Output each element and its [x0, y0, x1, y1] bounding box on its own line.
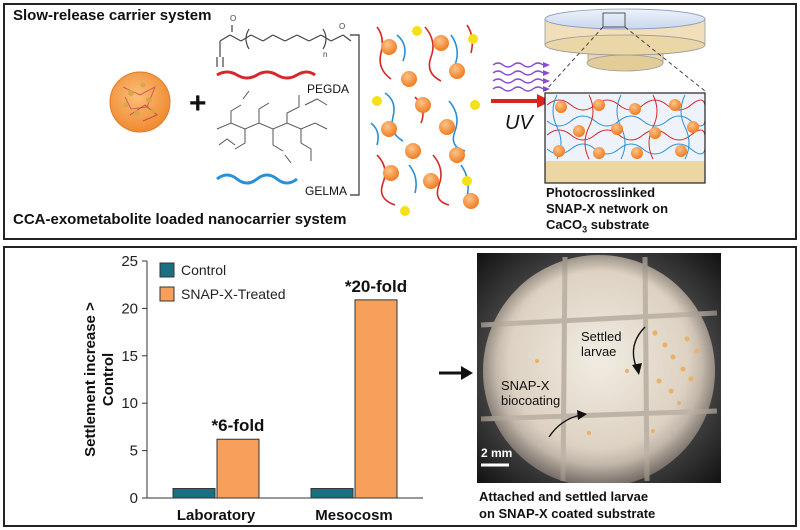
- plus-sign: +: [189, 87, 207, 120]
- pegda-chain-icon: [216, 70, 316, 80]
- uv-waves-icon: [492, 62, 550, 92]
- bracket: [350, 34, 360, 196]
- y-tick-label: 10: [121, 395, 138, 412]
- photo-caption-line1: Attached and settled larvae: [479, 489, 649, 504]
- bar-control: [172, 488, 216, 499]
- photo-caption: Attached and settled larvae on SNAP-X co…: [479, 488, 655, 522]
- y-tick-label: 15: [121, 348, 138, 365]
- x-category-label: Mesocosm: [315, 507, 393, 524]
- annotation-settled-larvae: Settled larvae: [581, 329, 621, 359]
- gelma-structure: [216, 90, 328, 164]
- annotation-settled-line1: Settled: [581, 329, 622, 344]
- crosslinked-network-closeup: [544, 92, 706, 184]
- gelma-chain-icon: [216, 173, 298, 185]
- legend-label: SNAP-X-Treated: [181, 286, 286, 302]
- y-tick-label: 5: [130, 443, 138, 460]
- y-tick-label: 0: [130, 490, 138, 507]
- pegda-structure: [216, 25, 352, 67]
- x-category-label: Laboratory: [177, 507, 256, 524]
- top-panel: Slow-release carrier system CCA-exometab…: [3, 3, 797, 240]
- network-caption: Photocrosslinked SNAP-X network on CaCO3…: [546, 185, 668, 238]
- top-panel-footer: CCA-exometabolite loaded nanocarrier sys…: [13, 211, 347, 228]
- reaction-arrow-head-icon: [537, 94, 551, 108]
- y-tick-label: 25: [121, 253, 138, 270]
- substrate-photo: Settled larvae SNAP-X biocoating 2 mm: [477, 253, 721, 483]
- network-caption-line2: SNAP-X network on: [546, 201, 669, 216]
- fold-change-label: *6-fold: [212, 416, 265, 435]
- panel-arrow-icon: [439, 366, 473, 380]
- coating-pointer-head-icon: [577, 410, 587, 420]
- chart-bars: [172, 299, 398, 499]
- bar-treated: [216, 438, 260, 499]
- bar-control: [310, 488, 354, 499]
- fold-change-label: *20-fold: [345, 277, 407, 296]
- network-caption-line1: Photocrosslinked: [546, 185, 656, 200]
- scale-label: 2 mm: [481, 446, 513, 460]
- oxygen-label: O: [339, 22, 345, 31]
- y-axis-label: Settlement increase >Control: [82, 302, 117, 457]
- network-caption-caco: CaCO: [546, 217, 583, 232]
- zoom-line: [544, 26, 604, 92]
- annotation-settled-line2: larvae: [581, 344, 617, 359]
- substrate-disc: [544, 8, 706, 72]
- photo-caption-line2: on SNAP-X coated substrate: [479, 506, 656, 521]
- top-panel-title: Slow-release carrier system: [13, 7, 212, 24]
- subscript-n: n: [323, 50, 327, 59]
- y-axis-label-line1: Settlement increase >: [82, 302, 99, 457]
- annotation-biocoating-line2: biocoating: [501, 393, 561, 408]
- legend-label: Control: [181, 262, 226, 278]
- nanoparticle-large: [109, 71, 171, 133]
- y-axis-label-line2: Control: [100, 353, 117, 406]
- annotation-biocoating: SNAP-X biocoating: [501, 378, 560, 408]
- larvae-pointer-head-icon: [632, 363, 642, 375]
- y-tick-label: 20: [121, 300, 138, 317]
- legend-swatch: [159, 286, 175, 302]
- uv-label: UV: [505, 112, 534, 134]
- network-caption-line3: CaCO3 substrate: [546, 217, 668, 238]
- legend-swatch: [159, 262, 175, 278]
- zoom-line: [624, 26, 706, 92]
- bar-treated: [354, 299, 398, 499]
- substrate-photo-image: [477, 253, 721, 483]
- gelma-label: GELMA: [305, 184, 347, 198]
- network-caption-sub: 3: [582, 224, 588, 235]
- network-caption-substrate: substrate: [587, 217, 650, 232]
- annotation-biocoating-line1: SNAP-X: [501, 378, 550, 393]
- top-panel-schematic: + O O n PEGDA GELMA: [109, 8, 706, 216]
- oxygen-label: O: [230, 14, 236, 23]
- pegda-label: PEGDA: [307, 82, 349, 96]
- nanocarrier-mixture: [370, 24, 480, 216]
